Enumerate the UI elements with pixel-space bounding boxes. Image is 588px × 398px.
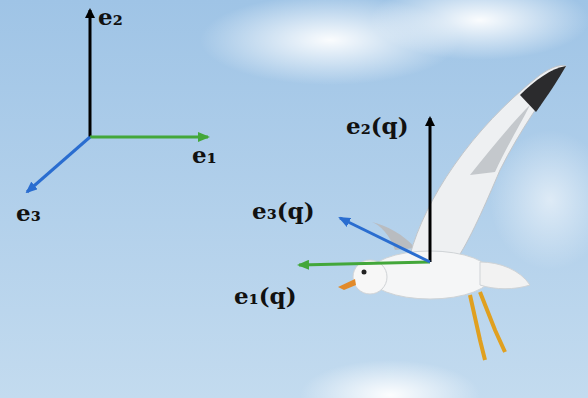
axis-label: e₂ <box>98 4 123 29</box>
axis-label: e₃(q) <box>252 198 315 223</box>
axis-arrow <box>90 136 208 139</box>
axis-arrow <box>340 218 430 262</box>
cloud <box>300 360 480 398</box>
axis-label: e₃ <box>16 200 41 225</box>
axis-arrow <box>299 262 430 265</box>
axis-label: e₂(q) <box>346 113 409 138</box>
axis-arrow <box>89 10 92 137</box>
cloud <box>370 0 588 60</box>
axis-label: e₁(q) <box>234 283 297 308</box>
axis-label: e₁ <box>192 142 217 167</box>
axis-arrow <box>429 118 432 262</box>
axis-arrow <box>27 137 90 192</box>
seagull <box>338 65 566 360</box>
